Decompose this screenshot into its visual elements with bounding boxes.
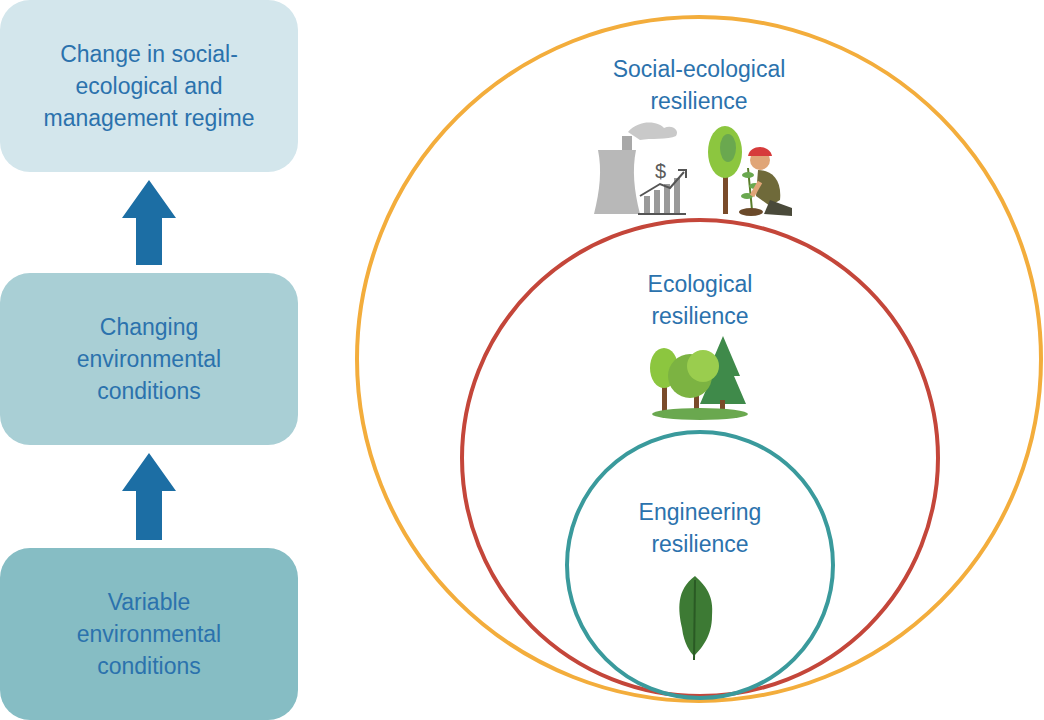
trend-arrowhead (678, 170, 686, 178)
leaf (742, 172, 754, 178)
circle-label: Ecological resilience (625, 268, 775, 332)
axis (638, 213, 686, 215)
tree-trunk (723, 172, 728, 214)
trunk (720, 400, 725, 416)
smoke (628, 123, 677, 141)
forest-icon (650, 336, 748, 420)
process-box: Variable environmental conditions (0, 548, 298, 720)
legs (764, 200, 792, 216)
sapling (748, 168, 752, 210)
cap (748, 147, 772, 156)
crown (650, 348, 678, 388)
box-label: Change in social-ecological and manageme… (18, 38, 280, 134)
ground (652, 408, 748, 420)
crown (668, 354, 712, 398)
arm (752, 182, 760, 196)
factory-icon (594, 123, 686, 215)
bar (664, 184, 670, 214)
resilience-circle: Social-ecological resilienceEcological r… (355, 15, 1043, 703)
bar (644, 196, 650, 214)
box-label: Changing environmental conditions (54, 311, 244, 407)
leaf (749, 183, 761, 189)
block-arrow (122, 180, 176, 265)
tree-crown (720, 134, 736, 162)
circle-label: Engineering resilience (620, 496, 780, 560)
circle-outline (565, 430, 835, 700)
oak-leaf (679, 576, 712, 656)
soil (739, 208, 763, 216)
leaf-icon (679, 576, 712, 660)
bar (654, 190, 660, 214)
circle-stroke (357, 17, 1041, 701)
trunk (694, 390, 699, 416)
circle-label: Social-ecological resilience (599, 53, 799, 117)
icon-symbol: $ (655, 160, 666, 182)
process-box: Change in social-ecological and manageme… (0, 0, 298, 172)
planting-person-icon (708, 126, 792, 216)
circle-outline (355, 15, 1043, 703)
circle-stroke (567, 432, 833, 698)
circle-stroke (462, 220, 938, 696)
body (756, 170, 780, 206)
crown (687, 350, 719, 382)
conifer (700, 336, 746, 404)
tree-crown (708, 126, 742, 178)
trunk (662, 378, 667, 416)
head (750, 150, 770, 170)
box-label: Variable environmental conditions (54, 586, 244, 682)
leaf (741, 193, 753, 199)
cooling-tower (594, 150, 640, 214)
bar (674, 178, 680, 214)
leaf-vein (694, 580, 695, 660)
resilience-circle: Engineering resilience (565, 430, 835, 700)
process-box: Changing environmental conditions (0, 273, 298, 445)
chimney (622, 136, 632, 156)
block-arrow (122, 453, 176, 540)
resilience-circle: Ecological resilienceEngineering resilie… (460, 218, 940, 698)
